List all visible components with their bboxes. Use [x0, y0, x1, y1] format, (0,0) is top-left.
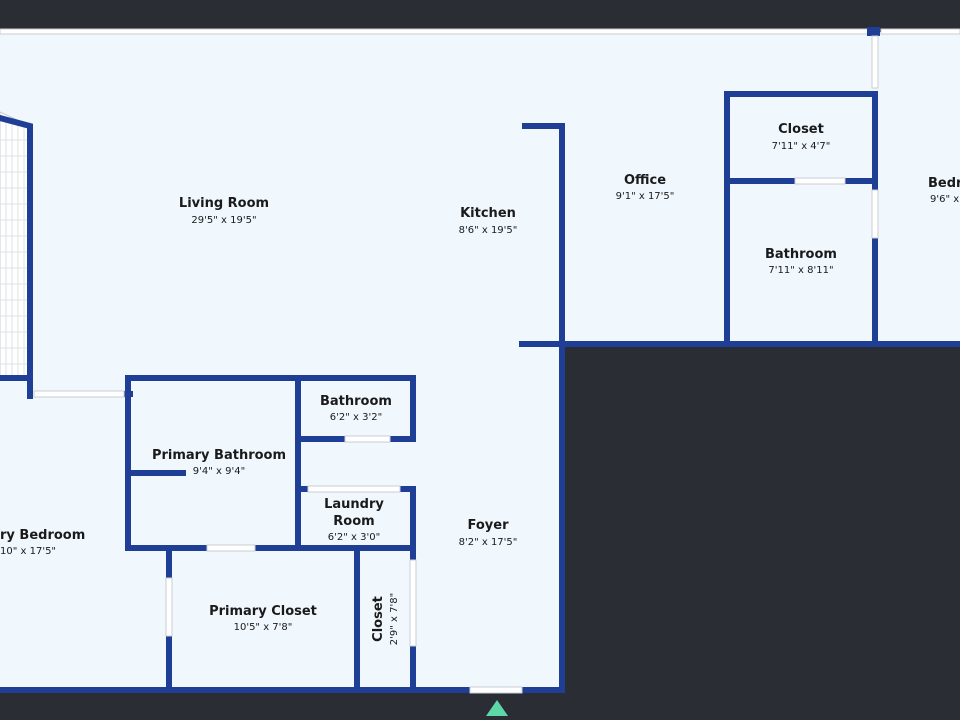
room-foyer: Foyer 8'2" x 17'5": [459, 518, 518, 548]
room-dimensions: 8'6" x 19'5": [459, 225, 518, 236]
entrance-marker-icon: [486, 700, 508, 716]
room-dimensions: 10" x 17'5": [0, 546, 56, 557]
room-name: Office: [624, 173, 666, 188]
room-dimensions: 6'2" x 3'2": [330, 412, 382, 423]
room-dimensions: 8'2" x 17'5": [459, 537, 518, 548]
room-dimensions: 9'1" x 17'5": [616, 191, 675, 202]
room-name: Closet: [371, 596, 386, 642]
room-laundry-room: Laundry Room 6'2" x 3'0": [324, 497, 384, 543]
room-dimensions: 7'11" x 8'11": [768, 265, 833, 276]
room-dimensions: 6'2" x 3'0": [328, 532, 380, 543]
room-dimensions: 9'4" x 9'4": [193, 466, 245, 477]
room-name: Primary Bathroom: [152, 448, 286, 463]
room-dimensions: 29'5" x 19'5": [191, 215, 256, 226]
room-bathroom-upper: Bathroom 7'11" x 8'11": [765, 247, 837, 276]
room-bedroom-right: Bedr 9'6" x: [928, 176, 960, 205]
room-dimensions: 2'9" x 7'8": [389, 593, 400, 645]
room-name: Laundry: [324, 497, 384, 512]
bay-window: [0, 111, 31, 379]
room-closet-upper: Closet 7'11" x 4'7": [772, 122, 831, 152]
room-name: Closet: [778, 122, 824, 137]
room-dimensions: 7'11" x 4'7": [772, 141, 831, 152]
room-dimensions: 9'6" x: [930, 194, 959, 205]
room-name: Foyer: [468, 518, 510, 533]
room-bathroom-small: Bathroom 6'2" x 3'2": [320, 394, 392, 423]
room-name: Bathroom: [765, 247, 837, 262]
room-primary-bedroom: ry Bedroom 10" x 17'5": [0, 528, 85, 557]
room-name: Bathroom: [320, 394, 392, 409]
floor-area: [0, 32, 960, 690]
room-kitchen: Kitchen 8'6" x 19'5": [459, 206, 518, 236]
room-name: Bedr: [928, 176, 960, 191]
room-dimensions: 10'5" x 7'8": [234, 622, 293, 633]
room-name: Living Room: [179, 196, 269, 211]
room-primary-bathroom: Primary Bathroom 9'4" x 9'4": [152, 448, 286, 477]
room-living-room: Living Room 29'5" x 19'5": [179, 196, 269, 226]
door-openings: [33, 35, 879, 694]
room-closet-narrow: Closet 2'9" x 7'8": [371, 593, 400, 645]
room-office: Office 9'1" x 17'5": [616, 173, 675, 202]
interior-walls: [0, 31, 960, 693]
room-name: Room: [333, 514, 374, 529]
room-primary-closet: Primary Closet 10'5" x 7'8": [209, 604, 317, 633]
room-name: Kitchen: [460, 206, 516, 221]
room-name: ry Bedroom: [0, 528, 85, 543]
room-name: Primary Closet: [209, 604, 317, 619]
